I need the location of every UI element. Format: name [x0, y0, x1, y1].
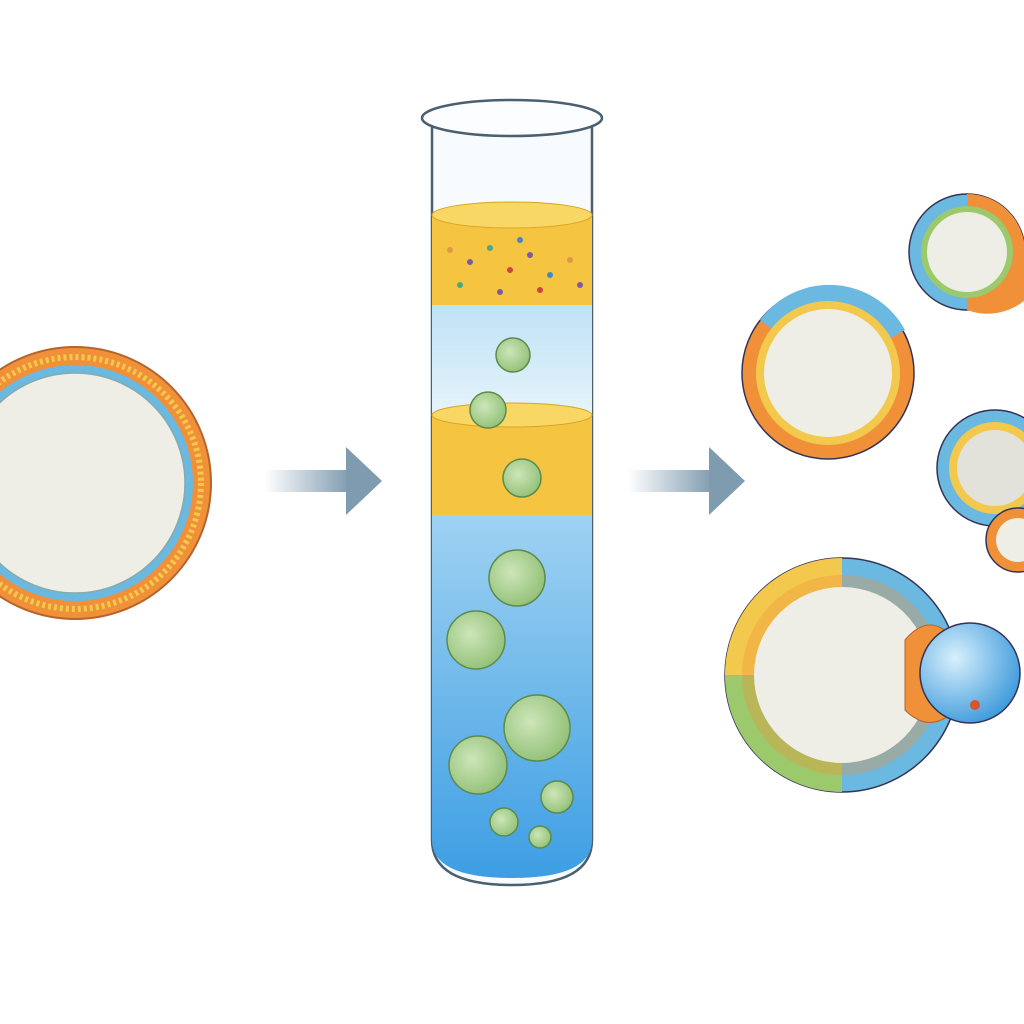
vesicle	[985, 507, 1024, 573]
blue-sphere	[919, 622, 1021, 724]
vesicle	[908, 193, 1024, 314]
resulting-vesicles	[724, 193, 1024, 793]
vesicle	[936, 409, 1024, 527]
fusing-vesicle	[724, 557, 1021, 793]
particle-cluster	[447, 237, 583, 295]
beads	[446, 337, 574, 849]
upper-yellow-layer	[432, 215, 592, 305]
vesicle	[741, 284, 915, 460]
test-tube	[420, 98, 604, 887]
arrow-right-icon	[265, 447, 382, 515]
arrow-right-icon	[628, 447, 745, 515]
starting-vesicle	[0, 346, 212, 620]
